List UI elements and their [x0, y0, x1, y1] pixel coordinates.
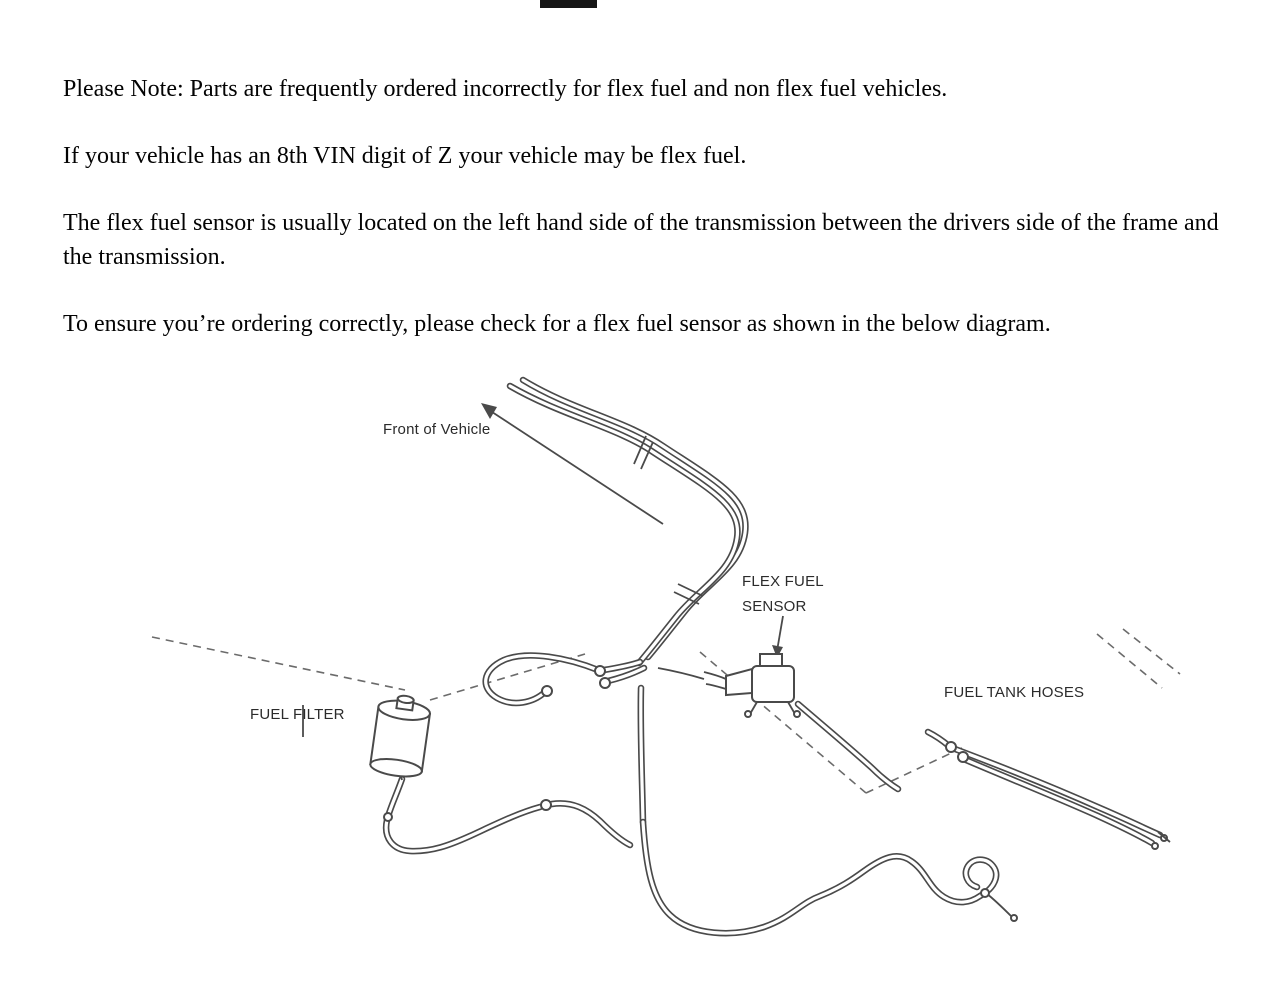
sensor-to-frame-line [798, 704, 898, 789]
main-fuel-line-bundle [510, 380, 745, 663]
fuel-filter-graphic [369, 694, 432, 778]
note-paragraph-please-note: Please Note: Parts are frequently ordere… [63, 76, 948, 102]
frame-dashed-lines [151, 628, 1181, 794]
flex-fuel-sensor-graphic [657, 653, 801, 718]
diagram-linework [151, 370, 1181, 989]
filter-bottom-stub [400, 775, 403, 781]
fuel-line-junction [486, 655, 644, 702]
front-of-vehicle-label: Front of Vehicle [383, 421, 491, 438]
sensor-pointer-arrow [772, 615, 784, 658]
cropped-top-element [540, 0, 597, 8]
flex-fuel-sensor-label: FLEX FUEL SENSOR [742, 569, 824, 619]
fuel-tank-hoses-label: FUEL TANK HOSES [944, 684, 1085, 701]
filter-outlet-lines [384, 779, 630, 851]
fuel-system-diagram: Front of Vehicle FLEX FUEL SENSOR FUEL T… [0, 370, 1280, 989]
bottom-fuel-lines-graphic [641, 688, 1018, 933]
fuel-tank-hoses-graphic [928, 732, 1171, 850]
front-of-vehicle-arrow [481, 403, 664, 525]
fuel-filter-label: FUEL FILTER [250, 706, 345, 723]
flex-fuel-sensor-label-line2: SENSOR [742, 598, 807, 615]
note-paragraph-check-diagram: To ensure you’re ordering correctly, ple… [63, 311, 1051, 337]
notes-section: Please Note: Parts are frequently ordere… [63, 72, 1226, 374]
note-paragraph-sensor-location: The flex fuel sensor is usually located … [63, 210, 1219, 270]
note-paragraph-vin-digit: If your vehicle has an 8th VIN digit of … [63, 143, 747, 169]
flex-fuel-sensor-label-line1: FLEX FUEL [742, 573, 824, 590]
